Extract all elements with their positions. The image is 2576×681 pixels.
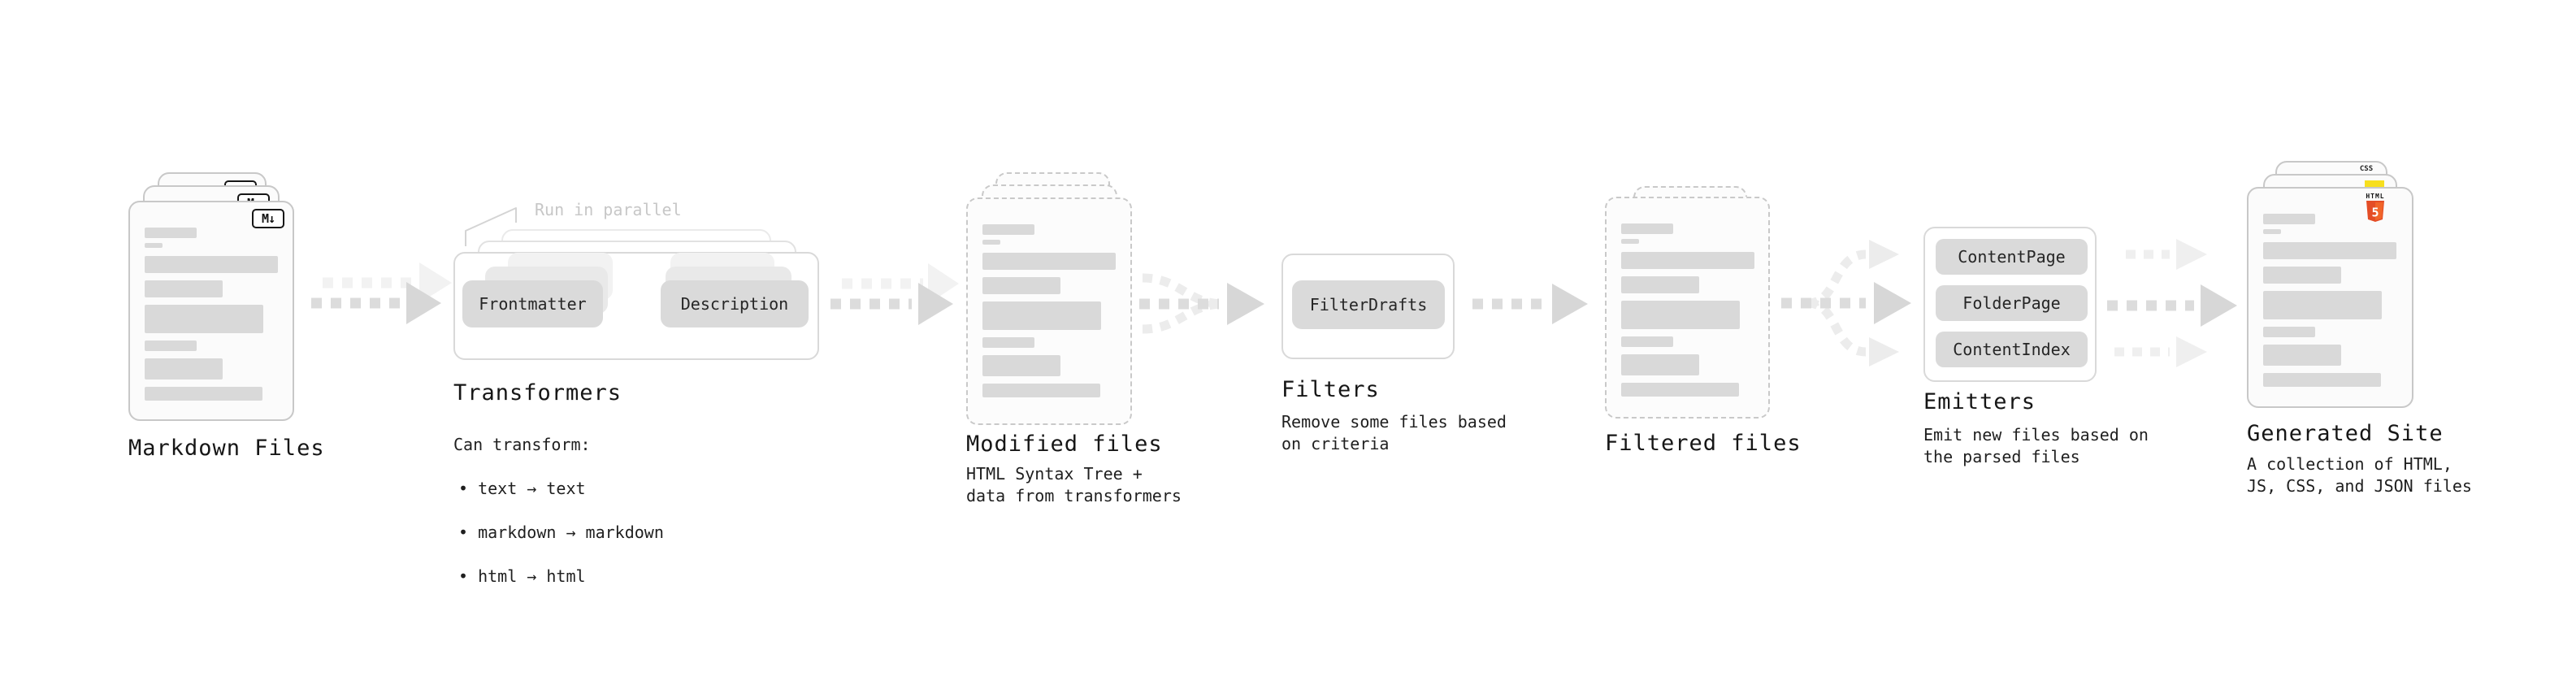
placeholder-bar — [145, 256, 278, 273]
placeholder-bar — [1621, 223, 1673, 234]
emitters-container: ContentPage FolderPage ContentIndex — [1923, 227, 2097, 382]
placeholder-bar — [982, 253, 1116, 270]
placeholder-bar — [145, 358, 223, 380]
contentindex-node: ContentIndex — [1936, 332, 2088, 367]
placeholder-bar — [2263, 214, 2315, 224]
filtered-files-label: Filtered files — [1605, 431, 1802, 456]
generated-site-description: A collection of HTML, JS, CSS, and JSON … — [2247, 454, 2472, 496]
filtered-file-card-front — [1605, 197, 1770, 419]
placeholder-bar — [145, 340, 197, 351]
placeholder-bar — [982, 355, 1060, 376]
placeholder-bar — [2263, 291, 2382, 319]
placeholder-bar — [1621, 239, 1639, 244]
placeholder-bar — [145, 243, 163, 248]
placeholder-bar — [982, 301, 1101, 330]
arrow-transformers-to-modified — [830, 263, 959, 325]
placeholder-bar — [145, 305, 263, 333]
placeholder-bar — [2263, 229, 2281, 234]
transform-bullet: html → html — [453, 566, 664, 588]
transformers-description: Can transform: text → text markdown → ma… — [453, 412, 664, 609]
html5-icon: HTML 5 — [2363, 193, 2387, 222]
placeholder-bar — [145, 387, 262, 401]
placeholder-bar — [982, 224, 1034, 235]
filterdrafts-node: FilterDrafts — [1292, 280, 1445, 329]
placeholder-bar — [982, 277, 1060, 294]
placeholder-bar — [145, 228, 197, 238]
arrow-markdown-to-transformers — [311, 262, 452, 324]
markdown-files-label: Markdown Files — [128, 436, 325, 461]
placeholder-bar — [1621, 336, 1673, 347]
file-content-placeholder — [968, 199, 1130, 423]
placeholder-bar — [982, 337, 1034, 348]
placeholder-bar — [2263, 267, 2341, 284]
transformers-description-intro: Can transform: — [453, 435, 591, 454]
contentpage-node: ContentPage — [1936, 239, 2088, 275]
run-in-parallel-note: Run in parallel — [535, 200, 682, 219]
arrow-filtered-to-emitters-split — [1781, 240, 1911, 367]
placeholder-bar — [145, 280, 223, 297]
placeholder-bar — [1621, 354, 1699, 375]
markdown-file-card-front: M↓ — [128, 201, 294, 421]
placeholder-bar — [2263, 242, 2396, 259]
modified-files-heading: Modified files — [966, 432, 1163, 457]
placeholder-bar — [2263, 327, 2315, 337]
description-node: Description — [661, 280, 809, 327]
placeholder-bar — [1621, 252, 1754, 269]
filters-heading: Filters — [1281, 377, 1380, 402]
file-content-placeholder — [2249, 189, 2412, 406]
svg-text:5: 5 — [2371, 206, 2379, 220]
generated-html-file-card: HTML 5 — [2247, 187, 2413, 408]
arrow-emitters-to-generated — [2107, 239, 2237, 367]
transformers-heading: Transformers — [453, 380, 622, 406]
placeholder-bar — [982, 384, 1100, 397]
file-content-placeholder — [1607, 198, 1768, 417]
emitters-heading: Emitters — [1923, 389, 2036, 414]
placeholder-bar — [1621, 383, 1739, 397]
placeholder-bar — [1621, 301, 1740, 329]
file-content-placeholder — [130, 202, 293, 419]
arrow-modified-to-filters-merge — [1139, 273, 1264, 334]
arrow-filters-to-filtered — [1472, 284, 1588, 324]
transform-bullet: markdown → markdown — [453, 522, 664, 544]
placeholder-bar — [2263, 345, 2341, 366]
filters-description: Remove some files based on criteria — [1281, 412, 1507, 453]
placeholder-bar — [982, 240, 1000, 245]
modified-files-description: HTML Syntax Tree + data from transformer… — [966, 464, 1182, 505]
placeholder-bar — [1621, 276, 1699, 293]
transform-bullet: text → text — [453, 478, 664, 500]
placeholder-bar — [2263, 373, 2381, 387]
folderpage-node: FolderPage — [1936, 285, 2088, 321]
frontmatter-node: Frontmatter — [462, 280, 603, 327]
modified-file-card-front — [966, 197, 1132, 425]
generated-site-heading: Generated Site — [2247, 421, 2444, 446]
markdown-icon: M↓ — [252, 209, 284, 228]
emitters-description: Emit new files based on the parsed files — [1923, 425, 2149, 466]
